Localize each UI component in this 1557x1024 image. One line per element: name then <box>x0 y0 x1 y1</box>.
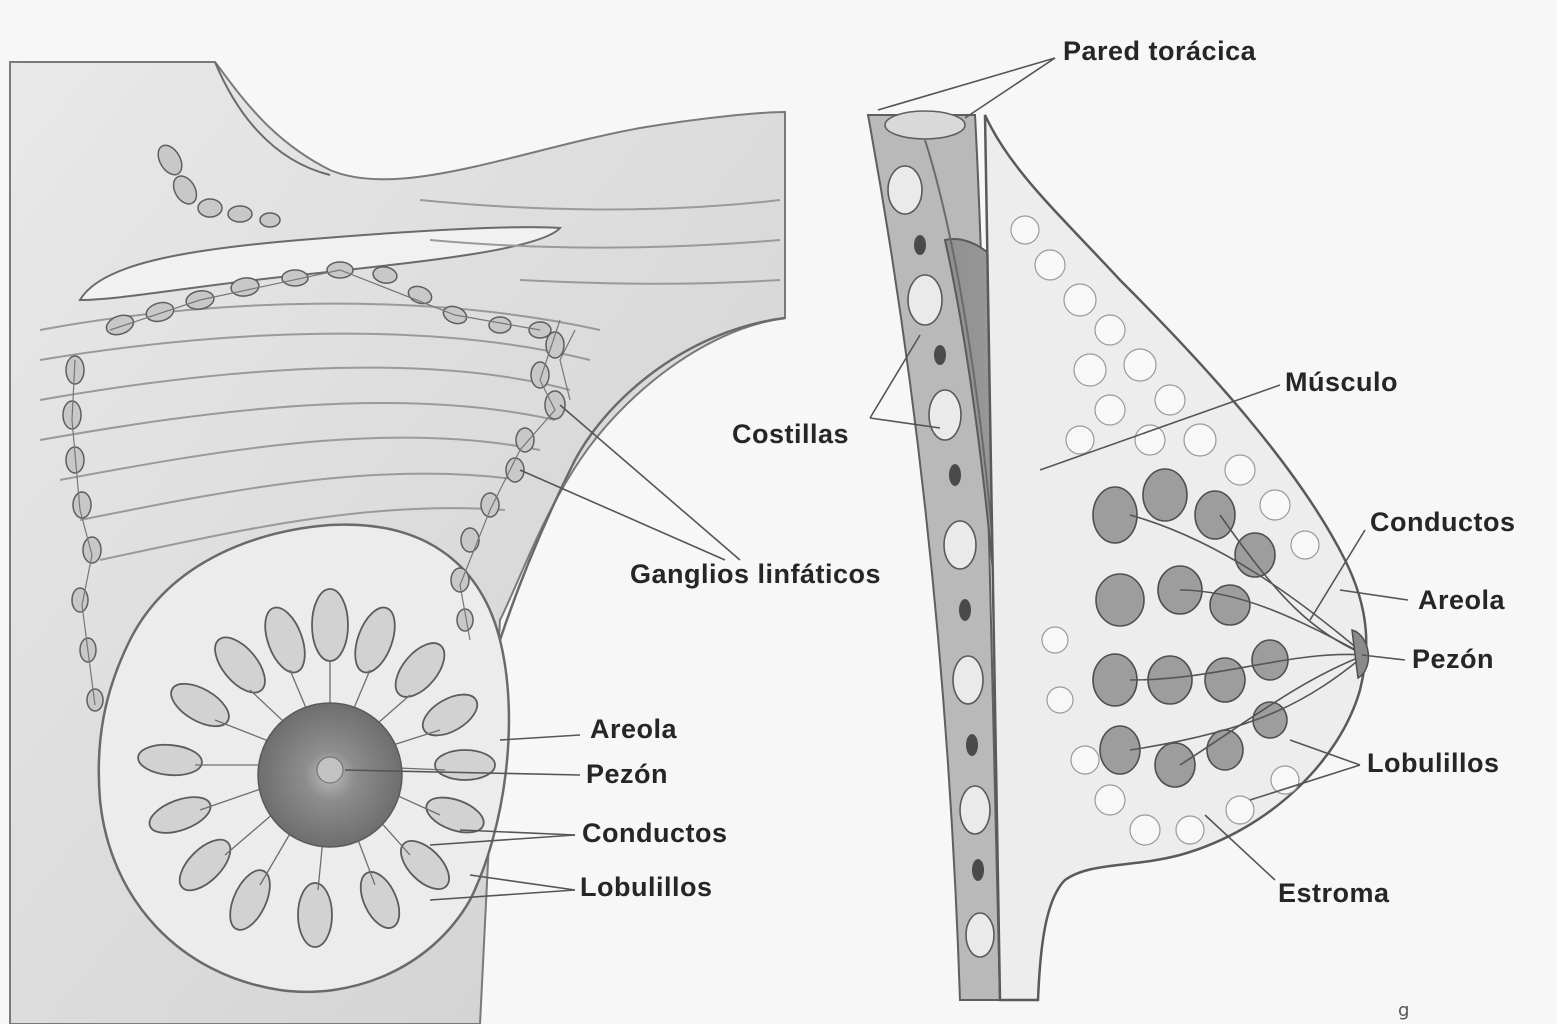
label-conductos-side: Conductos <box>1370 509 1516 536</box>
label-lobulillos-side: Lobulillos <box>1367 750 1500 777</box>
corner-mark: g <box>1398 1000 1409 1021</box>
label-pezon-front: Pezón <box>586 761 668 788</box>
label-costillas: Costillas <box>732 421 849 448</box>
label-areola-side: Areola <box>1418 587 1505 614</box>
label-areola-front: Areola <box>590 716 677 743</box>
label-lobulillos-front: Lobulillos <box>580 874 713 901</box>
chest-wall-cap <box>885 111 965 139</box>
label-pezon-side: Pezón <box>1412 646 1494 673</box>
label-musculo: Músculo <box>1285 369 1398 396</box>
label-ganglios-linfaticos: Ganglios linfáticos <box>630 561 881 588</box>
front-nipple <box>317 757 343 783</box>
label-pared-toracica: Pared torácica <box>1063 38 1256 65</box>
side-view-figure <box>868 58 1408 1000</box>
label-conductos-front: Conductos <box>582 820 728 847</box>
label-estroma: Estroma <box>1278 880 1390 907</box>
